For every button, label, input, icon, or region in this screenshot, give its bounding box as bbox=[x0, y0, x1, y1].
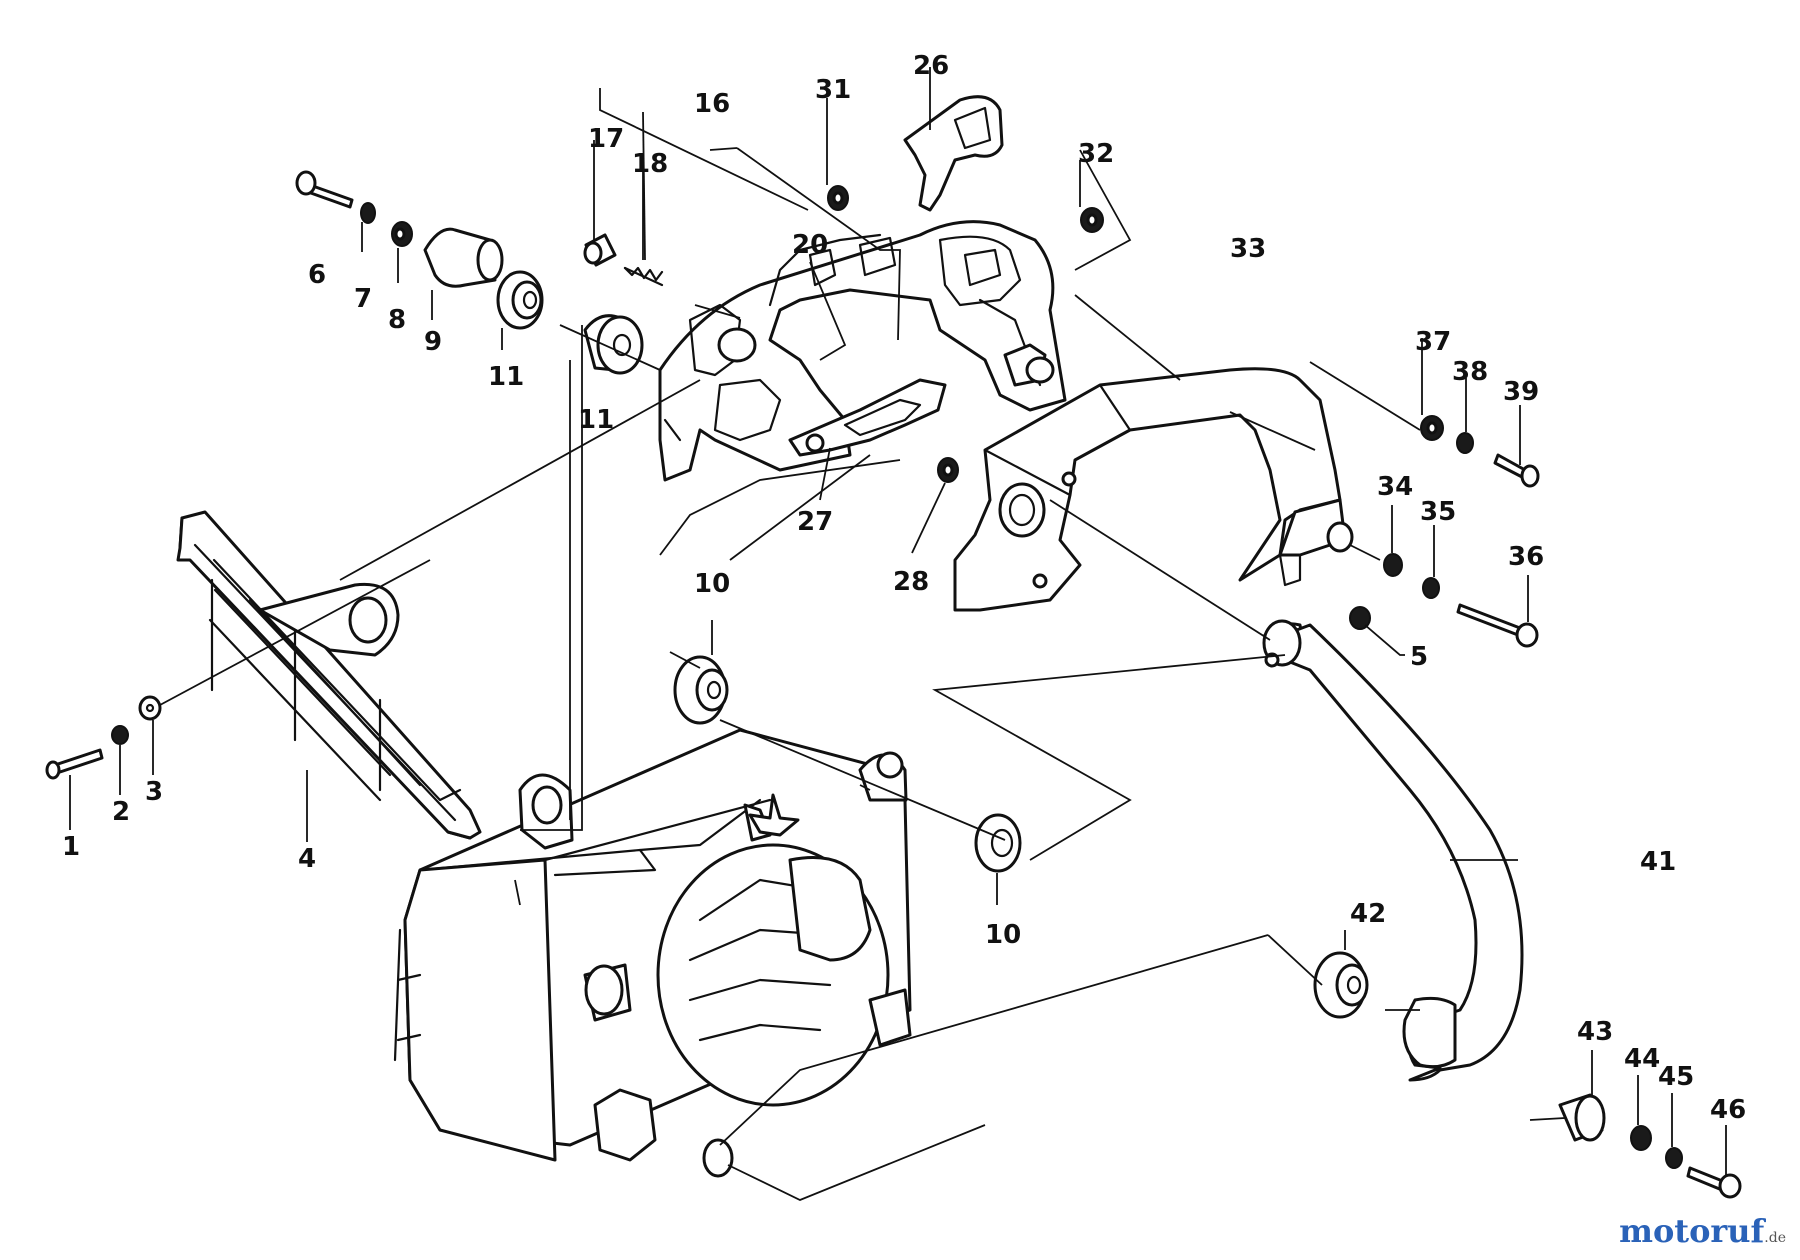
rear-handle-body bbox=[658, 220, 1067, 482]
callout-4: 4 bbox=[298, 844, 316, 874]
callout-labels: 1 2 3 4 5 6 7 8 9 10 10 11 11 16 17 18 2… bbox=[62, 51, 1746, 1125]
callout-7: 7 bbox=[354, 284, 372, 314]
front-handle-bar bbox=[1262, 619, 1524, 1082]
callout-33: 33 bbox=[1230, 234, 1266, 264]
callout-9: 9 bbox=[424, 327, 442, 357]
callout-26: 26 bbox=[913, 51, 949, 81]
callout-10a: 10 bbox=[694, 569, 730, 599]
watermark-text: motoruf bbox=[1619, 1212, 1765, 1250]
throttle-trigger bbox=[788, 378, 947, 457]
callout-32: 32 bbox=[1078, 139, 1114, 169]
callout-35: 35 bbox=[1420, 497, 1456, 527]
top-handle bbox=[953, 367, 1354, 612]
callout-17: 17 bbox=[588, 124, 624, 154]
callout-36: 36 bbox=[1508, 542, 1544, 572]
callout-38: 38 bbox=[1452, 357, 1488, 387]
callout-37: 37 bbox=[1415, 327, 1451, 357]
callout-41: 41 bbox=[1640, 847, 1676, 877]
callout-11a: 11 bbox=[488, 362, 524, 392]
callout-39: 39 bbox=[1503, 377, 1539, 407]
callout-20: 20 bbox=[792, 230, 828, 260]
callout-16: 16 bbox=[694, 89, 730, 119]
callout-43: 43 bbox=[1577, 1017, 1613, 1047]
callout-28: 28 bbox=[893, 567, 929, 597]
callout-1: 1 bbox=[62, 832, 80, 862]
site-watermark: motoruf.de bbox=[1619, 1212, 1786, 1250]
leader-lines bbox=[69, 67, 1727, 1201]
callout-42: 42 bbox=[1350, 899, 1386, 929]
callout-44: 44 bbox=[1624, 1044, 1660, 1074]
callout-27: 27 bbox=[797, 507, 833, 537]
callout-31: 31 bbox=[815, 75, 851, 105]
callout-3: 3 bbox=[145, 777, 163, 807]
watermark-tld: .de bbox=[1764, 1230, 1786, 1246]
callout-8: 8 bbox=[388, 305, 406, 335]
callout-2: 2 bbox=[112, 797, 130, 827]
callout-5: 5 bbox=[1410, 642, 1428, 672]
callout-45: 45 bbox=[1658, 1062, 1694, 1092]
callout-34: 34 bbox=[1377, 472, 1413, 502]
callout-11b: 11 bbox=[578, 405, 614, 435]
callout-46: 46 bbox=[1710, 1095, 1746, 1125]
callout-10b: 10 bbox=[985, 920, 1021, 950]
hardware-parts bbox=[45, 170, 1742, 1199]
callout-18: 18 bbox=[632, 149, 668, 179]
callout-6: 6 bbox=[308, 260, 326, 290]
hand-guard bbox=[176, 510, 482, 840]
engine-housing bbox=[393, 728, 912, 1178]
throttle-lockout bbox=[903, 95, 1004, 212]
